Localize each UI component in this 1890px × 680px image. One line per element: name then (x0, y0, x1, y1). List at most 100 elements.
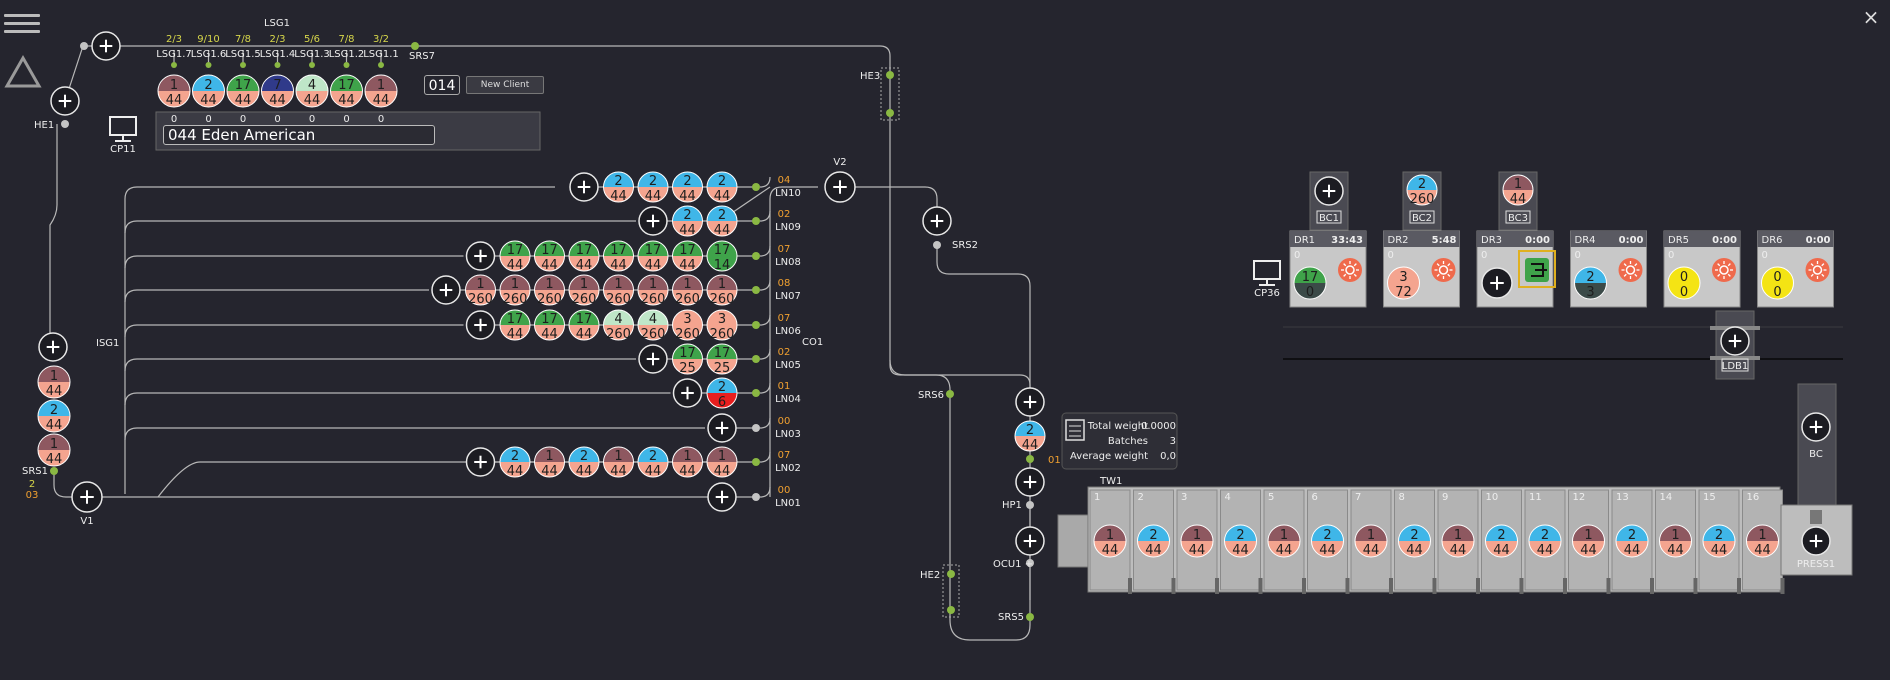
dryer-bin[interactable]: 00 (1761, 266, 1794, 300)
srs1-bin[interactable]: 144 (37, 365, 71, 399)
tw-bin[interactable]: 144 (1267, 524, 1301, 558)
dryer-bin[interactable]: 170 (1293, 266, 1327, 300)
lane-add-button[interactable] (707, 482, 737, 512)
lane-bin[interactable]: 244 (672, 171, 703, 204)
sun-icon[interactable] (1618, 258, 1643, 282)
tw-bin[interactable]: 244 (1702, 524, 1736, 558)
ocu-top-add-button[interactable] (1015, 387, 1045, 417)
bc-add-button[interactable] (1801, 412, 1831, 442)
ocu1-add-button[interactable] (1015, 526, 1045, 556)
lane-add-button[interactable] (707, 413, 737, 443)
close-icon[interactable]: × (1862, 5, 1880, 29)
tw-bin[interactable]: 144 (1354, 524, 1388, 558)
sun-icon[interactable] (1338, 258, 1362, 282)
lane-bin[interactable]: 144 (706, 446, 738, 479)
dryer-add-button[interactable] (1481, 267, 1513, 299)
tw-bin[interactable]: 244 (1224, 524, 1257, 558)
lsg-slot-bin[interactable]: 244 (192, 74, 225, 108)
ocu-bin[interactable]: 244 (1014, 420, 1046, 453)
lsg-slot-bin[interactable]: 744 (261, 74, 294, 108)
lane-bin[interactable]: 244 (568, 446, 600, 479)
tw-bin[interactable]: 244 (1485, 524, 1518, 558)
exit-icon[interactable] (1525, 258, 1549, 282)
tw-bin[interactable]: 144 (1659, 524, 1692, 558)
lane-add-button[interactable] (465, 447, 496, 477)
tw-bin[interactable]: 244 (1528, 524, 1562, 558)
sun-icon[interactable] (1805, 258, 1830, 282)
monitor-icon[interactable] (109, 116, 137, 142)
lane-add-button[interactable] (465, 310, 496, 340)
lane-bin[interactable]: 144 (534, 446, 565, 479)
tw-bin[interactable]: 244 (1311, 524, 1344, 558)
new-client-button[interactable]: New Client (466, 76, 544, 94)
lane-add-button[interactable] (672, 378, 703, 408)
tw-bin[interactable]: 144 (1572, 524, 1605, 558)
lane-bin[interactable]: 26 (706, 377, 738, 410)
lsg-slot-bin[interactable]: 144 (364, 74, 398, 108)
lane-bin[interactable]: 244 (499, 446, 531, 479)
press1-add-button[interactable] (1801, 526, 1831, 556)
tw-bin[interactable]: 144 (1746, 524, 1779, 558)
lane-bin[interactable]: 244 (672, 205, 703, 238)
tw-bin[interactable]: 144 (1093, 524, 1127, 558)
lane-add-button[interactable] (638, 344, 668, 374)
lsg-slot-bin[interactable]: 444 (295, 74, 329, 108)
dryer-bin[interactable]: 23 (1574, 266, 1607, 300)
v1-add-button[interactable] (71, 481, 103, 513)
ldb1-add-button[interactable] (1720, 326, 1750, 356)
v2-add-button[interactable] (824, 171, 856, 203)
srs1-bin[interactable]: 244 (37, 399, 71, 433)
dryer-bin[interactable]: 00 (1667, 266, 1701, 300)
he1-add-button[interactable] (50, 86, 80, 116)
lsg-feed-add-button[interactable] (91, 31, 121, 61)
triangle-outline-icon[interactable] (4, 54, 42, 90)
sun-icon[interactable] (1431, 258, 1456, 282)
lane-bin[interactable]: 244 (637, 446, 669, 479)
srs1-add-button[interactable] (38, 332, 68, 362)
lsg-slot-bin[interactable]: 144 (157, 74, 191, 108)
tw-bin[interactable]: 244 (1615, 524, 1649, 558)
lane-bin[interactable]: 244 (706, 205, 738, 238)
lane-add-button[interactable] (431, 275, 461, 305)
lane-bin[interactable]: 244 (637, 171, 669, 204)
tw-bin[interactable]: 144 (1180, 524, 1214, 558)
tw-bin[interactable]: 244 (1137, 524, 1170, 558)
lane-bin[interactable]: 244 (706, 171, 738, 204)
hamburger-menu-icon[interactable] (4, 14, 40, 40)
hp1-add-button[interactable] (1015, 467, 1045, 497)
lane-bin[interactable]: 144 (672, 446, 703, 479)
dryer-bin[interactable]: 372 (1387, 266, 1420, 300)
tw-bin[interactable]: 144 (1441, 524, 1475, 558)
lane-add-button[interactable] (465, 241, 496, 271)
